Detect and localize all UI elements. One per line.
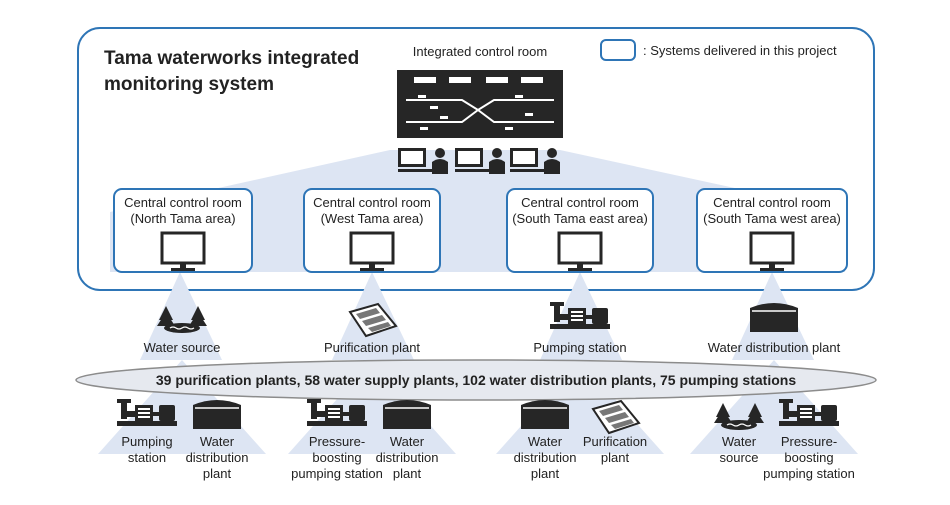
bottom-facility-label: pumping station bbox=[763, 466, 855, 481]
tank-icon bbox=[192, 399, 242, 430]
system-title-line1: Tama waterworks integrated bbox=[104, 48, 359, 69]
bottom-facility-label: Water bbox=[722, 434, 757, 449]
bottom-facility-label: source bbox=[719, 450, 758, 465]
operator-icon bbox=[510, 148, 560, 174]
bottom-facility-groups: PumpingstationWaterdistributionplantPres… bbox=[117, 399, 855, 481]
bottom-facility-label: boosting bbox=[784, 450, 833, 465]
operator-icon bbox=[398, 148, 448, 174]
system-boundary bbox=[77, 27, 875, 291]
bottom-facility-label: distribution bbox=[514, 450, 577, 465]
bottom-facility-label: pumping station bbox=[291, 466, 383, 481]
bottom-facility-label: Purification bbox=[583, 434, 647, 449]
lower-fan-3 bbox=[496, 360, 664, 454]
lower-fan-2 bbox=[288, 360, 456, 454]
bottom-facility-label: Pressure- bbox=[781, 434, 837, 449]
facility-label-pumping-station: Pumping station bbox=[533, 340, 626, 355]
central-room-west: Central control room (West Tama area) bbox=[303, 188, 441, 273]
central-room-title: Central control room bbox=[124, 195, 242, 210]
lower-fan-4 bbox=[690, 360, 858, 454]
bottom-facility-label: station bbox=[128, 450, 166, 465]
central-room-title: Central control room bbox=[521, 195, 639, 210]
bottom-facility-label: boosting bbox=[312, 450, 361, 465]
central-room-south-east: Central control room (South Tama east ar… bbox=[506, 188, 654, 273]
central-room-title: Central control room bbox=[713, 195, 831, 210]
facility-count-text: 39 purification plants, 58 water supply … bbox=[156, 372, 796, 388]
legend-text: : Systems delivered in this project bbox=[643, 43, 837, 58]
central-room-title: Central control room bbox=[313, 195, 431, 210]
bottom-facility-label: plant bbox=[203, 466, 232, 481]
bottom-facility-label: plant bbox=[531, 466, 560, 481]
bottom-facility-label: distribution bbox=[186, 450, 249, 465]
legend-swatch bbox=[600, 39, 636, 61]
facility-label-purification-plant: Purification plant bbox=[324, 340, 420, 355]
fan-north bbox=[140, 272, 222, 360]
facility-label-distribution-plant: Water distribution plant bbox=[708, 340, 841, 355]
bottom-facility-label: Water bbox=[528, 434, 563, 449]
facility-label-water-source: Water source bbox=[144, 340, 221, 355]
tank-icon bbox=[520, 399, 570, 430]
central-room-south-west: Central control room (South Tama west ar… bbox=[696, 188, 848, 273]
bottom-facility-label: Water bbox=[200, 434, 235, 449]
bottom-facility-label: Pressure- bbox=[309, 434, 365, 449]
control-room-display-wall bbox=[397, 70, 563, 138]
facility-count-banner bbox=[75, 359, 877, 401]
bottom-facility-label: Pumping bbox=[121, 434, 172, 449]
bottom-facility-label: plant bbox=[393, 466, 422, 481]
system-title-line2: monitoring system bbox=[104, 74, 274, 95]
central-room-area: (South Tama west area) bbox=[703, 211, 841, 226]
central-room-north: Central control room (North Tama area) bbox=[113, 188, 253, 273]
operator-icon bbox=[455, 148, 505, 174]
lower-fan-1 bbox=[98, 360, 266, 454]
central-room-area: (South Tama east area) bbox=[512, 211, 648, 226]
tank-icon bbox=[382, 399, 432, 430]
tank-icon bbox=[749, 302, 799, 333]
central-room-area: (North Tama area) bbox=[130, 211, 235, 226]
central-room-area: (West Tama area) bbox=[321, 211, 424, 226]
integrated-control-room-label: Integrated control room bbox=[413, 44, 547, 59]
bottom-facility-label: distribution bbox=[376, 450, 439, 465]
bottom-facility-label: plant bbox=[601, 450, 630, 465]
hierarchy-fan bbox=[110, 150, 845, 272]
bottom-facility-label: Water bbox=[390, 434, 425, 449]
